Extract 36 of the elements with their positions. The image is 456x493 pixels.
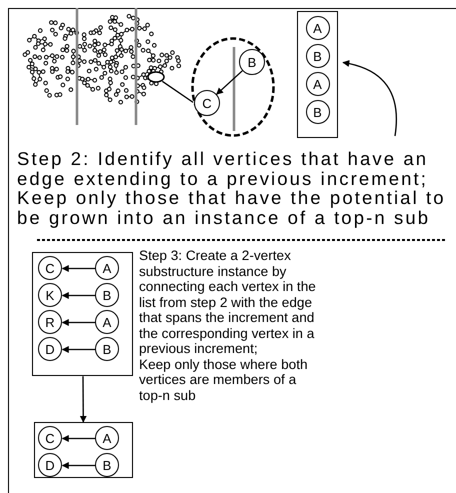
vertex-circle: C: [38, 426, 62, 450]
vertex-circle: A: [306, 16, 330, 40]
vertex-circle: A: [95, 310, 119, 334]
arrow: [62, 462, 96, 469]
vertex-circle: B: [95, 283, 119, 307]
vertex-list-box: [32, 252, 133, 376]
vertex-circle: B: [306, 44, 330, 68]
vertex-list-box: [34, 422, 133, 478]
step-description: Step 2: Identify all vertices that have an edge extending to a previous increment;: [17, 149, 430, 188]
vertex-circle: D: [38, 337, 62, 361]
zoom-ellipse: [191, 37, 275, 137]
step-description: Step 3: Create a 2-vertex substructure instance by connecting each vertex in the list from step 2 with the edge that spans the increment and the corresponding vertex in a previous increment;: [139, 248, 317, 356]
arrow: [62, 319, 96, 326]
highlighted-vertex: [147, 71, 165, 83]
arrow: [216, 70, 243, 95]
vertex-circle: A: [95, 256, 119, 280]
vertex-circle: B: [95, 453, 119, 477]
vertex-list-box: [297, 11, 338, 138]
vertex-circle: D: [38, 453, 62, 477]
vertex-circle: B: [306, 100, 330, 124]
arrow: [342, 60, 397, 136]
arrow: [62, 346, 96, 353]
vertex-circle: B: [95, 337, 119, 361]
vertex-circle: C: [194, 90, 220, 116]
step-description: Keep only those that have the potential to be grown into an instance of a top-n sub: [17, 188, 447, 228]
arrow: [80, 376, 87, 423]
vertex-circle: C: [38, 256, 62, 280]
arrow: [62, 435, 96, 442]
vertex-circle: K: [38, 283, 62, 307]
step-description: Keep only those where both vertices are members of a top-n sub: [139, 356, 309, 403]
vertex-circle: R: [38, 310, 62, 334]
vertex-circle: A: [306, 72, 330, 96]
vertex-circle: A: [95, 426, 119, 450]
arrow: [62, 292, 96, 299]
arrow: [62, 265, 96, 272]
vertex-circle: B: [239, 49, 265, 75]
